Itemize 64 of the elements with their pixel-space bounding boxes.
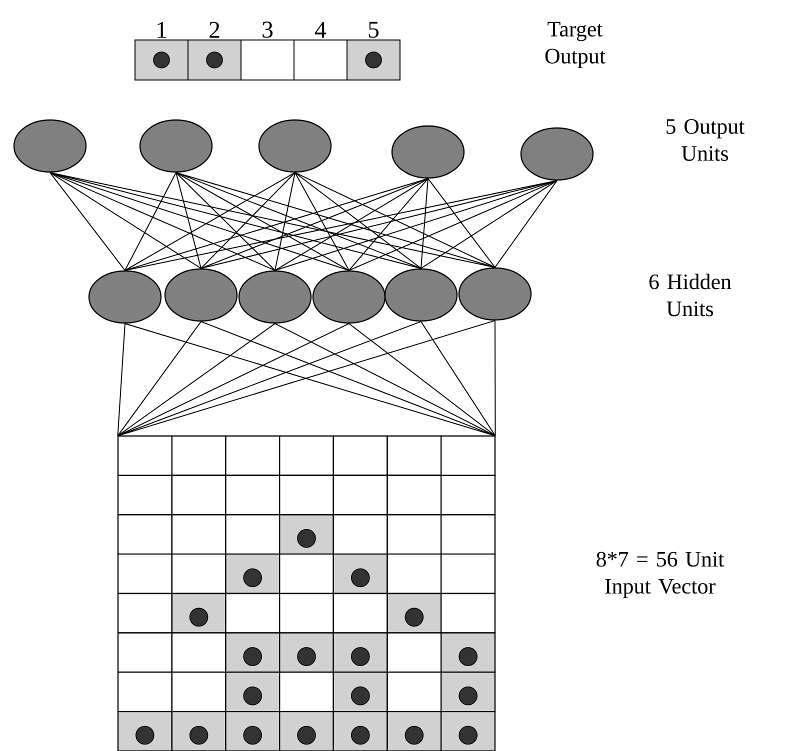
connection-line xyxy=(176,172,496,268)
connection-line xyxy=(50,172,276,271)
connection-line xyxy=(348,178,428,271)
connection-line xyxy=(124,172,176,271)
connection-line xyxy=(117,321,202,436)
target-box: 3 xyxy=(240,22,294,80)
connection-line xyxy=(420,321,496,436)
output-unit xyxy=(139,119,213,173)
input-cell xyxy=(117,435,172,476)
hidden-unit xyxy=(164,268,238,322)
connection-line xyxy=(420,180,558,269)
connection-line xyxy=(200,172,296,269)
layer-label: Target Output xyxy=(545,22,606,68)
node-label: 5 xyxy=(368,22,379,38)
connection-line xyxy=(274,180,558,271)
connection-line xyxy=(294,172,350,271)
connection-line xyxy=(124,178,428,271)
connection-line xyxy=(274,172,296,271)
layer-label: 8*7 = 56 Unit Input Vector xyxy=(596,552,724,598)
connection-line xyxy=(176,172,202,269)
node-label: 3 xyxy=(262,22,273,38)
connection-line xyxy=(348,180,558,271)
connection-line xyxy=(348,323,496,436)
connection-line xyxy=(50,172,422,269)
connection-line xyxy=(50,172,496,268)
target-box: 1 xyxy=(134,22,188,80)
connection-line xyxy=(294,172,422,269)
connection-line xyxy=(124,172,296,271)
hidden-unit xyxy=(312,270,386,324)
hidden-unit xyxy=(384,268,458,322)
layer-label: 6 Hidden Units xyxy=(649,274,732,316)
node-label: 4 xyxy=(314,22,326,38)
connection-line xyxy=(428,178,496,268)
target-box: 4 xyxy=(294,22,348,80)
hidden-unit xyxy=(458,267,532,321)
connection-line xyxy=(176,172,276,271)
connection-line xyxy=(117,323,276,436)
connection-line xyxy=(50,172,350,271)
connection-line xyxy=(50,172,202,269)
hidden-unit xyxy=(88,270,162,324)
connection-line xyxy=(294,172,496,268)
connection-line xyxy=(420,178,428,269)
output-unit xyxy=(258,119,332,173)
layer-label: 5 Output Units xyxy=(666,119,745,161)
hidden-unit xyxy=(238,270,312,324)
node-label: 1 xyxy=(158,22,166,38)
node-label: 2 xyxy=(210,22,220,38)
connection-line xyxy=(117,323,126,436)
input-cell xyxy=(440,435,496,476)
connection-line xyxy=(494,320,496,436)
output-unit xyxy=(391,125,465,179)
connection-line xyxy=(200,178,428,269)
connection-line xyxy=(176,172,422,269)
connection-line xyxy=(274,178,428,271)
output-unit xyxy=(13,119,87,173)
output-unit xyxy=(520,127,594,181)
connection-line xyxy=(494,180,558,268)
connection-line xyxy=(274,323,496,436)
target-box: 5 xyxy=(346,22,400,80)
connection-line xyxy=(50,172,126,271)
connection-line xyxy=(176,172,350,271)
target-box: 2 xyxy=(188,22,242,80)
connection-line xyxy=(117,323,350,436)
connection-line xyxy=(200,180,558,269)
